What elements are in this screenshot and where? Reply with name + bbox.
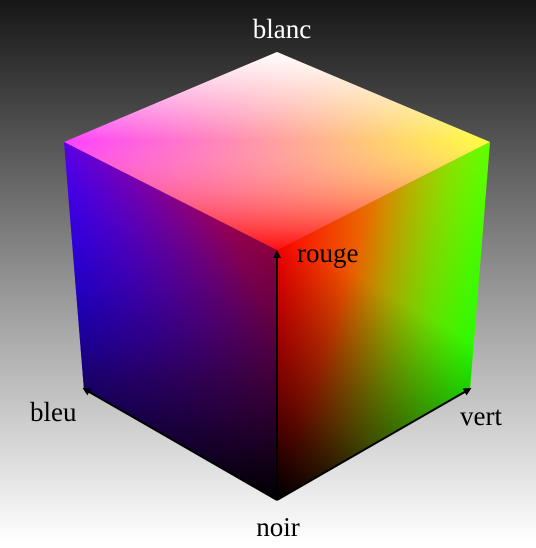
label-blanc: blanc [253, 14, 311, 44]
label-noir: noir [256, 512, 300, 542]
label-vert: vert [460, 401, 502, 431]
label-bleu: bleu [30, 397, 77, 427]
label-rouge: rouge [297, 238, 358, 268]
